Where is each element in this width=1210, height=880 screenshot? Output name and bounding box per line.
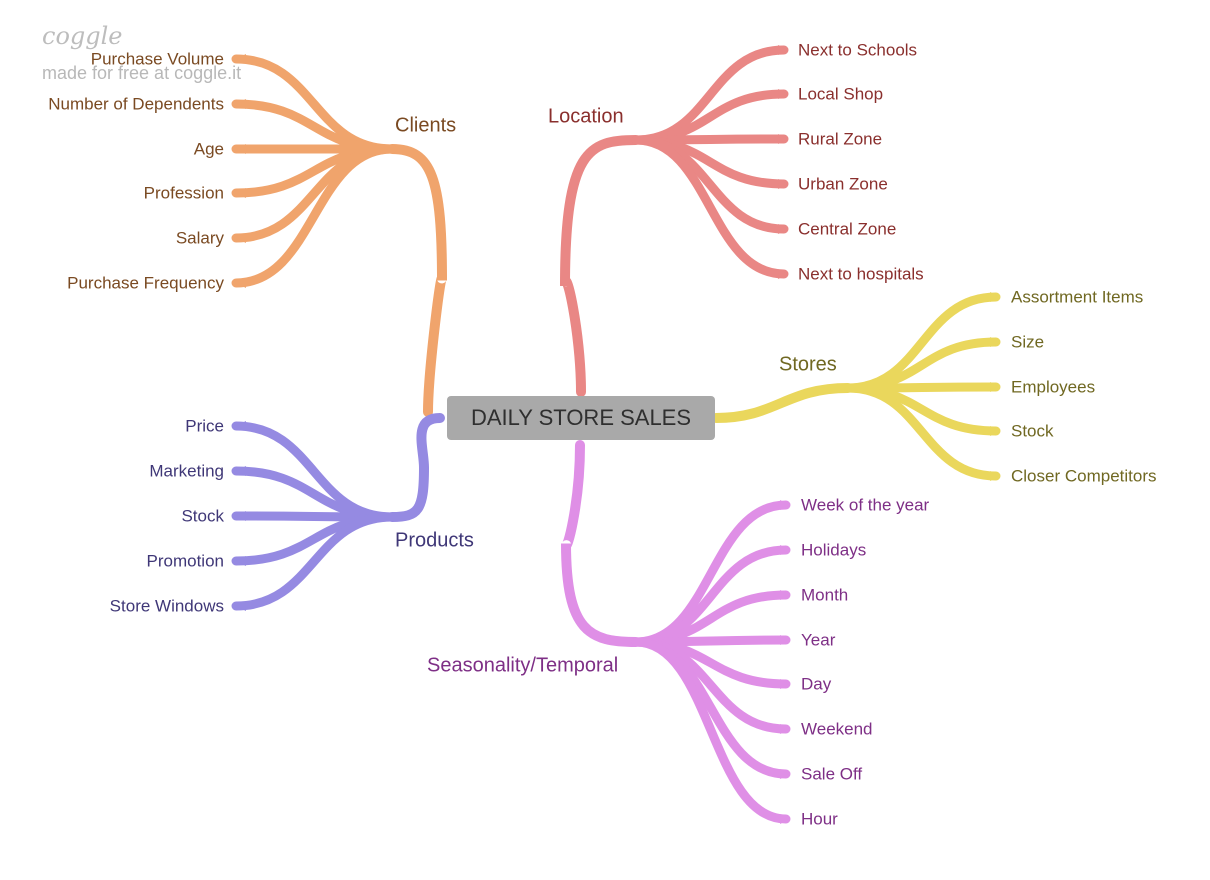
branch-seasonality: Week of the yearHolidaysMonthYearDayWeek… — [427, 440, 930, 828]
leaf-tip — [778, 269, 788, 279]
leaf-tip — [780, 500, 790, 510]
watermark-text: made for free at coggle.it — [42, 63, 242, 83]
leaf-tip — [236, 511, 246, 521]
leaf-seasonality-2[interactable]: Month — [801, 585, 848, 604]
leaf-tip — [780, 590, 790, 600]
leaf-clients-5[interactable]: Purchase Frequency — [67, 273, 224, 292]
leaf-seasonality-4[interactable]: Day — [801, 674, 832, 693]
leaf-stores-0[interactable]: Assortment Items — [1011, 287, 1143, 306]
leaf-tip — [990, 337, 1000, 347]
branch-line-location — [560, 135, 641, 397]
branch-label-location[interactable]: Location — [548, 105, 624, 127]
leaf-tip — [236, 466, 246, 476]
leaf-line-clients — [231, 144, 397, 288]
leaf-tip — [780, 769, 790, 779]
leaf-location-3[interactable]: Urban Zone — [798, 174, 888, 193]
root-node[interactable]: DAILY STORE SALES — [447, 396, 715, 440]
branch-label-clients[interactable]: Clients — [395, 114, 456, 136]
leaf-line-products — [231, 512, 397, 611]
leaf-tip — [236, 278, 246, 288]
leaf-stores-1[interactable]: Size — [1011, 332, 1044, 351]
leaf-clients-4[interactable]: Salary — [176, 228, 225, 247]
leaf-products-2[interactable]: Stock — [181, 506, 224, 525]
branch-line-clients — [387, 144, 447, 417]
leaf-tip — [780, 724, 790, 734]
leaf-tip — [780, 545, 790, 555]
leaf-tip — [780, 814, 790, 824]
leaf-line-seasonality — [631, 637, 791, 824]
coggle-logo: coggle — [42, 22, 123, 50]
leaf-stores-2[interactable]: Employees — [1011, 377, 1095, 396]
leaf-tip — [778, 134, 788, 144]
leaf-seasonality-3[interactable]: Year — [801, 630, 836, 649]
leaf-tip — [236, 421, 246, 431]
leaf-clients-3[interactable]: Profession — [144, 183, 224, 202]
leaf-products-1[interactable]: Marketing — [149, 461, 224, 480]
leaf-line-stores — [843, 383, 1001, 481]
leaf-tip — [780, 679, 790, 689]
leaf-clients-2[interactable]: Age — [194, 139, 224, 158]
leaf-tip — [236, 556, 246, 566]
leaf-stores-3[interactable]: Stock — [1011, 421, 1054, 440]
leaf-seasonality-1[interactable]: Holidays — [801, 540, 866, 559]
leaf-clients-0[interactable]: Purchase Volume — [91, 49, 224, 68]
leaf-products-4[interactable]: Store Windows — [110, 596, 224, 615]
leaf-clients-1[interactable]: Number of Dependents — [48, 94, 224, 113]
leaf-tip — [236, 54, 246, 64]
root-label: DAILY STORE SALES — [470, 405, 692, 430]
leaf-line-location — [631, 135, 789, 279]
leaf-seasonality-0[interactable]: Week of the year — [801, 495, 930, 514]
leaf-tip — [990, 471, 1000, 481]
branch-label-products[interactable]: Products — [395, 529, 474, 551]
leaf-tip — [236, 601, 246, 611]
leaf-seasonality-6[interactable]: Sale Off — [801, 764, 862, 783]
branch-line-stores — [711, 383, 853, 423]
leaf-seasonality-5[interactable]: Weekend — [801, 719, 873, 738]
leaf-stores-4[interactable]: Closer Competitors — [1011, 466, 1157, 485]
leaf-tip — [778, 89, 788, 99]
leaf-location-4[interactable]: Central Zone — [798, 219, 896, 238]
leaf-location-2[interactable]: Rural Zone — [798, 129, 882, 148]
leaf-tip — [990, 292, 1000, 302]
leaf-tip — [990, 382, 1000, 392]
branch-line-seasonality — [561, 440, 641, 647]
branch-label-stores[interactable]: Stores — [779, 353, 837, 375]
leaf-location-5[interactable]: Next to hospitals — [798, 264, 924, 283]
leaf-tip — [780, 635, 790, 645]
leaf-seasonality-7[interactable]: Hour — [801, 809, 838, 828]
leaf-tip — [236, 99, 246, 109]
leaf-location-1[interactable]: Local Shop — [798, 84, 883, 103]
leaf-tip — [778, 224, 788, 234]
leaf-tip — [236, 233, 246, 243]
leaf-tip — [236, 188, 246, 198]
branch-line-products — [387, 413, 445, 522]
leaf-products-3[interactable]: Promotion — [147, 551, 224, 570]
leaf-tip — [236, 144, 246, 154]
leaf-tip — [990, 426, 1000, 436]
leaf-tip — [778, 179, 788, 189]
branch-stores: Assortment ItemsSizeEmployeesStockCloser… — [711, 287, 1157, 485]
leaf-tip — [778, 45, 788, 55]
branch-label-seasonality[interactable]: Seasonality/Temporal — [427, 654, 618, 676]
leaf-location-0[interactable]: Next to Schools — [798, 40, 917, 59]
leaf-products-0[interactable]: Price — [185, 416, 224, 435]
